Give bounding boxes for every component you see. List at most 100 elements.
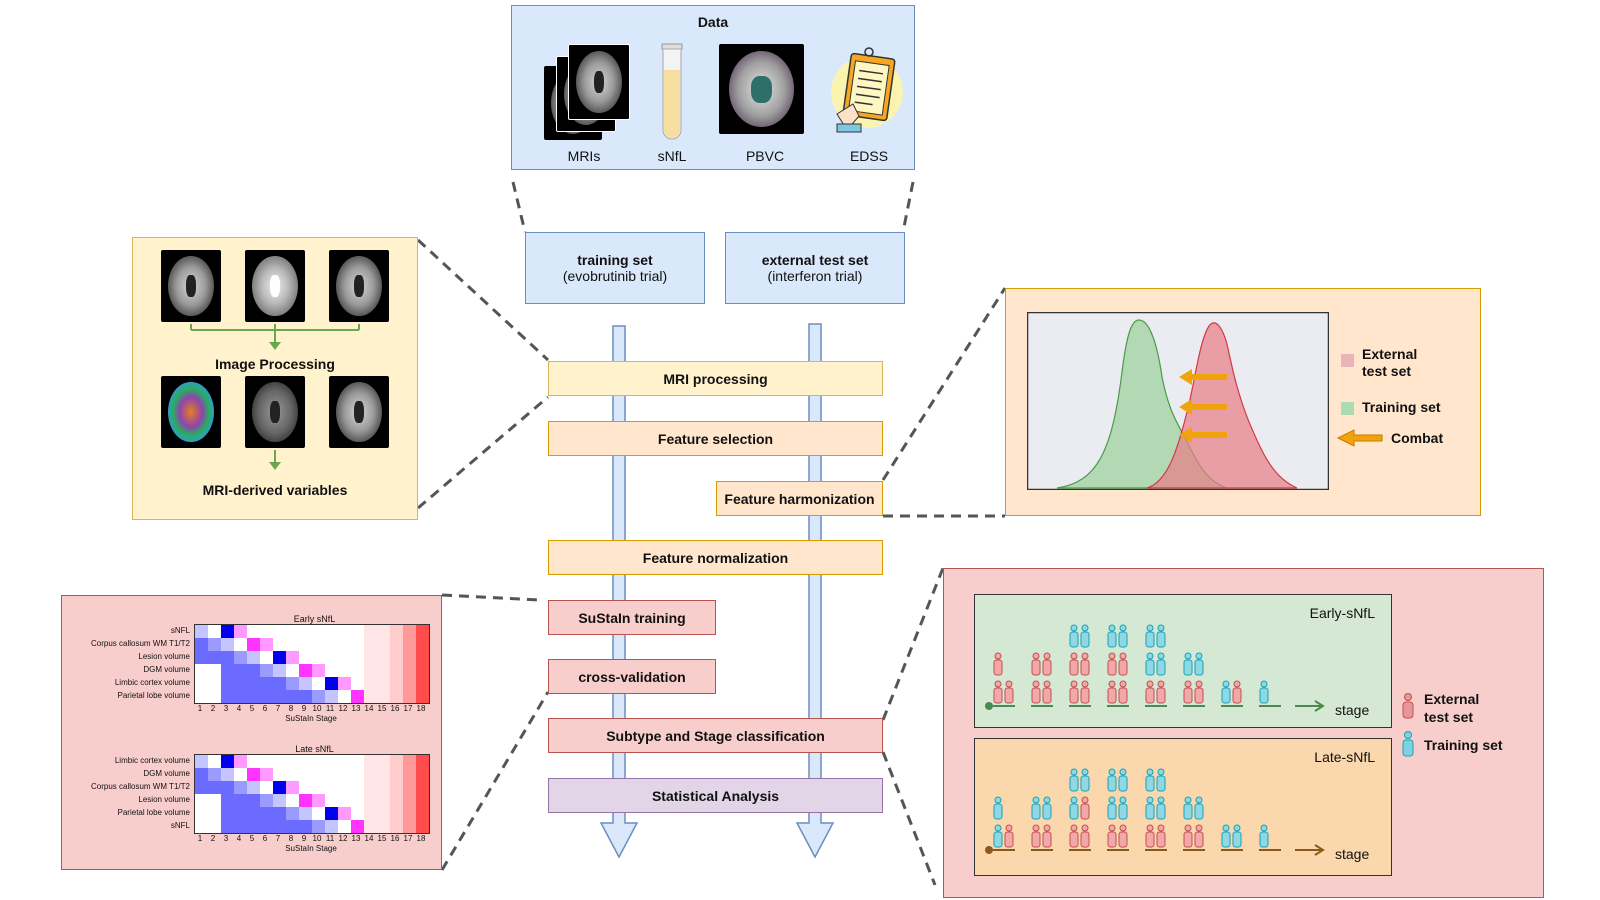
legend-external-label: External test set [1362, 346, 1418, 379]
heatmap-cell [299, 664, 312, 677]
heatmap-tick-label: 18 [416, 834, 426, 843]
heatmap-tick-label: 2 [210, 834, 216, 843]
data-label-mris: MRIs [567, 148, 601, 164]
heatmap-cell [234, 807, 247, 820]
data-label-pbvc: PBVC [745, 148, 785, 164]
heatmap-cell [338, 781, 351, 794]
stage-arrow-icon [1295, 700, 1325, 712]
heatmap-cell [351, 755, 364, 768]
heatmap-cell [234, 677, 247, 690]
heatmap-cell [351, 638, 364, 651]
person-icon [1183, 824, 1193, 848]
heatmap-tick-label: 13 [351, 834, 361, 843]
heatmap-cell [325, 807, 338, 820]
heatmap-cell [338, 638, 351, 651]
heatmap-cell [325, 768, 338, 781]
heatmap-cell [221, 638, 234, 651]
heatmap-cell [299, 651, 312, 664]
person-icon [1080, 768, 1090, 792]
person-icon [993, 824, 1003, 848]
stage-arrow-icon [1295, 844, 1325, 856]
harmonization-panel: External test set Training set Combat [1005, 288, 1481, 516]
test-set-title: external test set [761, 252, 869, 268]
heatmap-cell [325, 651, 338, 664]
heatmap-cell [234, 755, 247, 768]
subtype-stage-box: Subtype and Stage classification [548, 718, 883, 753]
heatmap-tick-label: 12 [338, 704, 348, 713]
heatmap-cell [260, 638, 273, 651]
mri-stack-icon [544, 44, 630, 144]
combat-arrow-2 [1179, 399, 1227, 415]
heatmap-cell [208, 781, 221, 794]
person-icon [1031, 824, 1041, 848]
heatmap-cell [286, 664, 299, 677]
heatmap-cell [221, 651, 234, 664]
heatmap-tick-label: 4 [236, 834, 242, 843]
heatmap-cell [364, 781, 377, 794]
heatmap-cell [221, 807, 234, 820]
heatmap-cell [377, 677, 390, 690]
heatmap-cell [247, 820, 260, 833]
heatmap-cell [312, 690, 325, 703]
raw-mri-3 [329, 250, 389, 322]
person-icon [1221, 680, 1231, 704]
legend-training-person-icon [1402, 731, 1414, 757]
stage-origin-dot [985, 702, 993, 710]
heatmap-tick-label: 8 [288, 834, 294, 843]
late-stage-label: stage [1335, 846, 1370, 862]
heatmap-cell [312, 664, 325, 677]
heatmap-cell [390, 690, 403, 703]
heatmap-cell [377, 690, 390, 703]
heatmap-cell [260, 794, 273, 807]
heatmap-cell [312, 794, 325, 807]
heatmap-cell [403, 807, 416, 820]
heatmap-early-title: Early sNfL [293, 614, 336, 624]
person-icon [1069, 652, 1079, 676]
person-icon [1031, 680, 1041, 704]
heatmap-tick-label: 3 [223, 834, 229, 843]
test-set-box: external test set (interferon trial) [725, 232, 905, 304]
person-icon [1259, 680, 1269, 704]
heatmap-cell [416, 651, 429, 664]
heatmap-cell [377, 794, 390, 807]
person-icon [1069, 796, 1079, 820]
heatmap-cell [377, 755, 390, 768]
heatmap-cell [273, 664, 286, 677]
heatmap-cell [260, 820, 273, 833]
heatmap-cell [260, 664, 273, 677]
heatmap-cell [338, 807, 351, 820]
heatmap-cell [416, 638, 429, 651]
heatmap-cell [247, 755, 260, 768]
heatmap-cell [195, 755, 208, 768]
heatmap-row-label: Limbic cortex volume [114, 756, 190, 765]
person-icon [1107, 652, 1117, 676]
stage-origin-dot [985, 846, 993, 854]
heatmap-cell [390, 807, 403, 820]
heatmap-cell [364, 768, 377, 781]
heatmap-cell [247, 638, 260, 651]
sustain-training-box: SuStaIn training [548, 600, 716, 635]
heatmap-late-title: Late sNfL [295, 744, 334, 754]
heatmap-cell [208, 677, 221, 690]
heatmap-cell [325, 638, 338, 651]
heatmap-cell [351, 768, 364, 781]
person-icon [993, 680, 1003, 704]
heatmap-tick-label: 7 [275, 834, 281, 843]
person-icon [1156, 796, 1166, 820]
person-icon [1118, 624, 1128, 648]
heatmap-cell [208, 807, 221, 820]
distribution-plot [1027, 312, 1329, 490]
heatmap-cell [234, 781, 247, 794]
heatmap-cell [403, 820, 416, 833]
heatmap-cell [273, 807, 286, 820]
heatmap-row-label: Lesion volume [138, 795, 190, 804]
heatmap-tick-label: 5 [249, 834, 255, 843]
raw-mri-1 [161, 250, 221, 322]
heatmap-cell [377, 625, 390, 638]
legend-training-label: Training set [1362, 399, 1441, 415]
heatmap-cell [221, 781, 234, 794]
heatmap-cell [195, 820, 208, 833]
person-icon [1194, 824, 1204, 848]
heatmap-cell [299, 768, 312, 781]
